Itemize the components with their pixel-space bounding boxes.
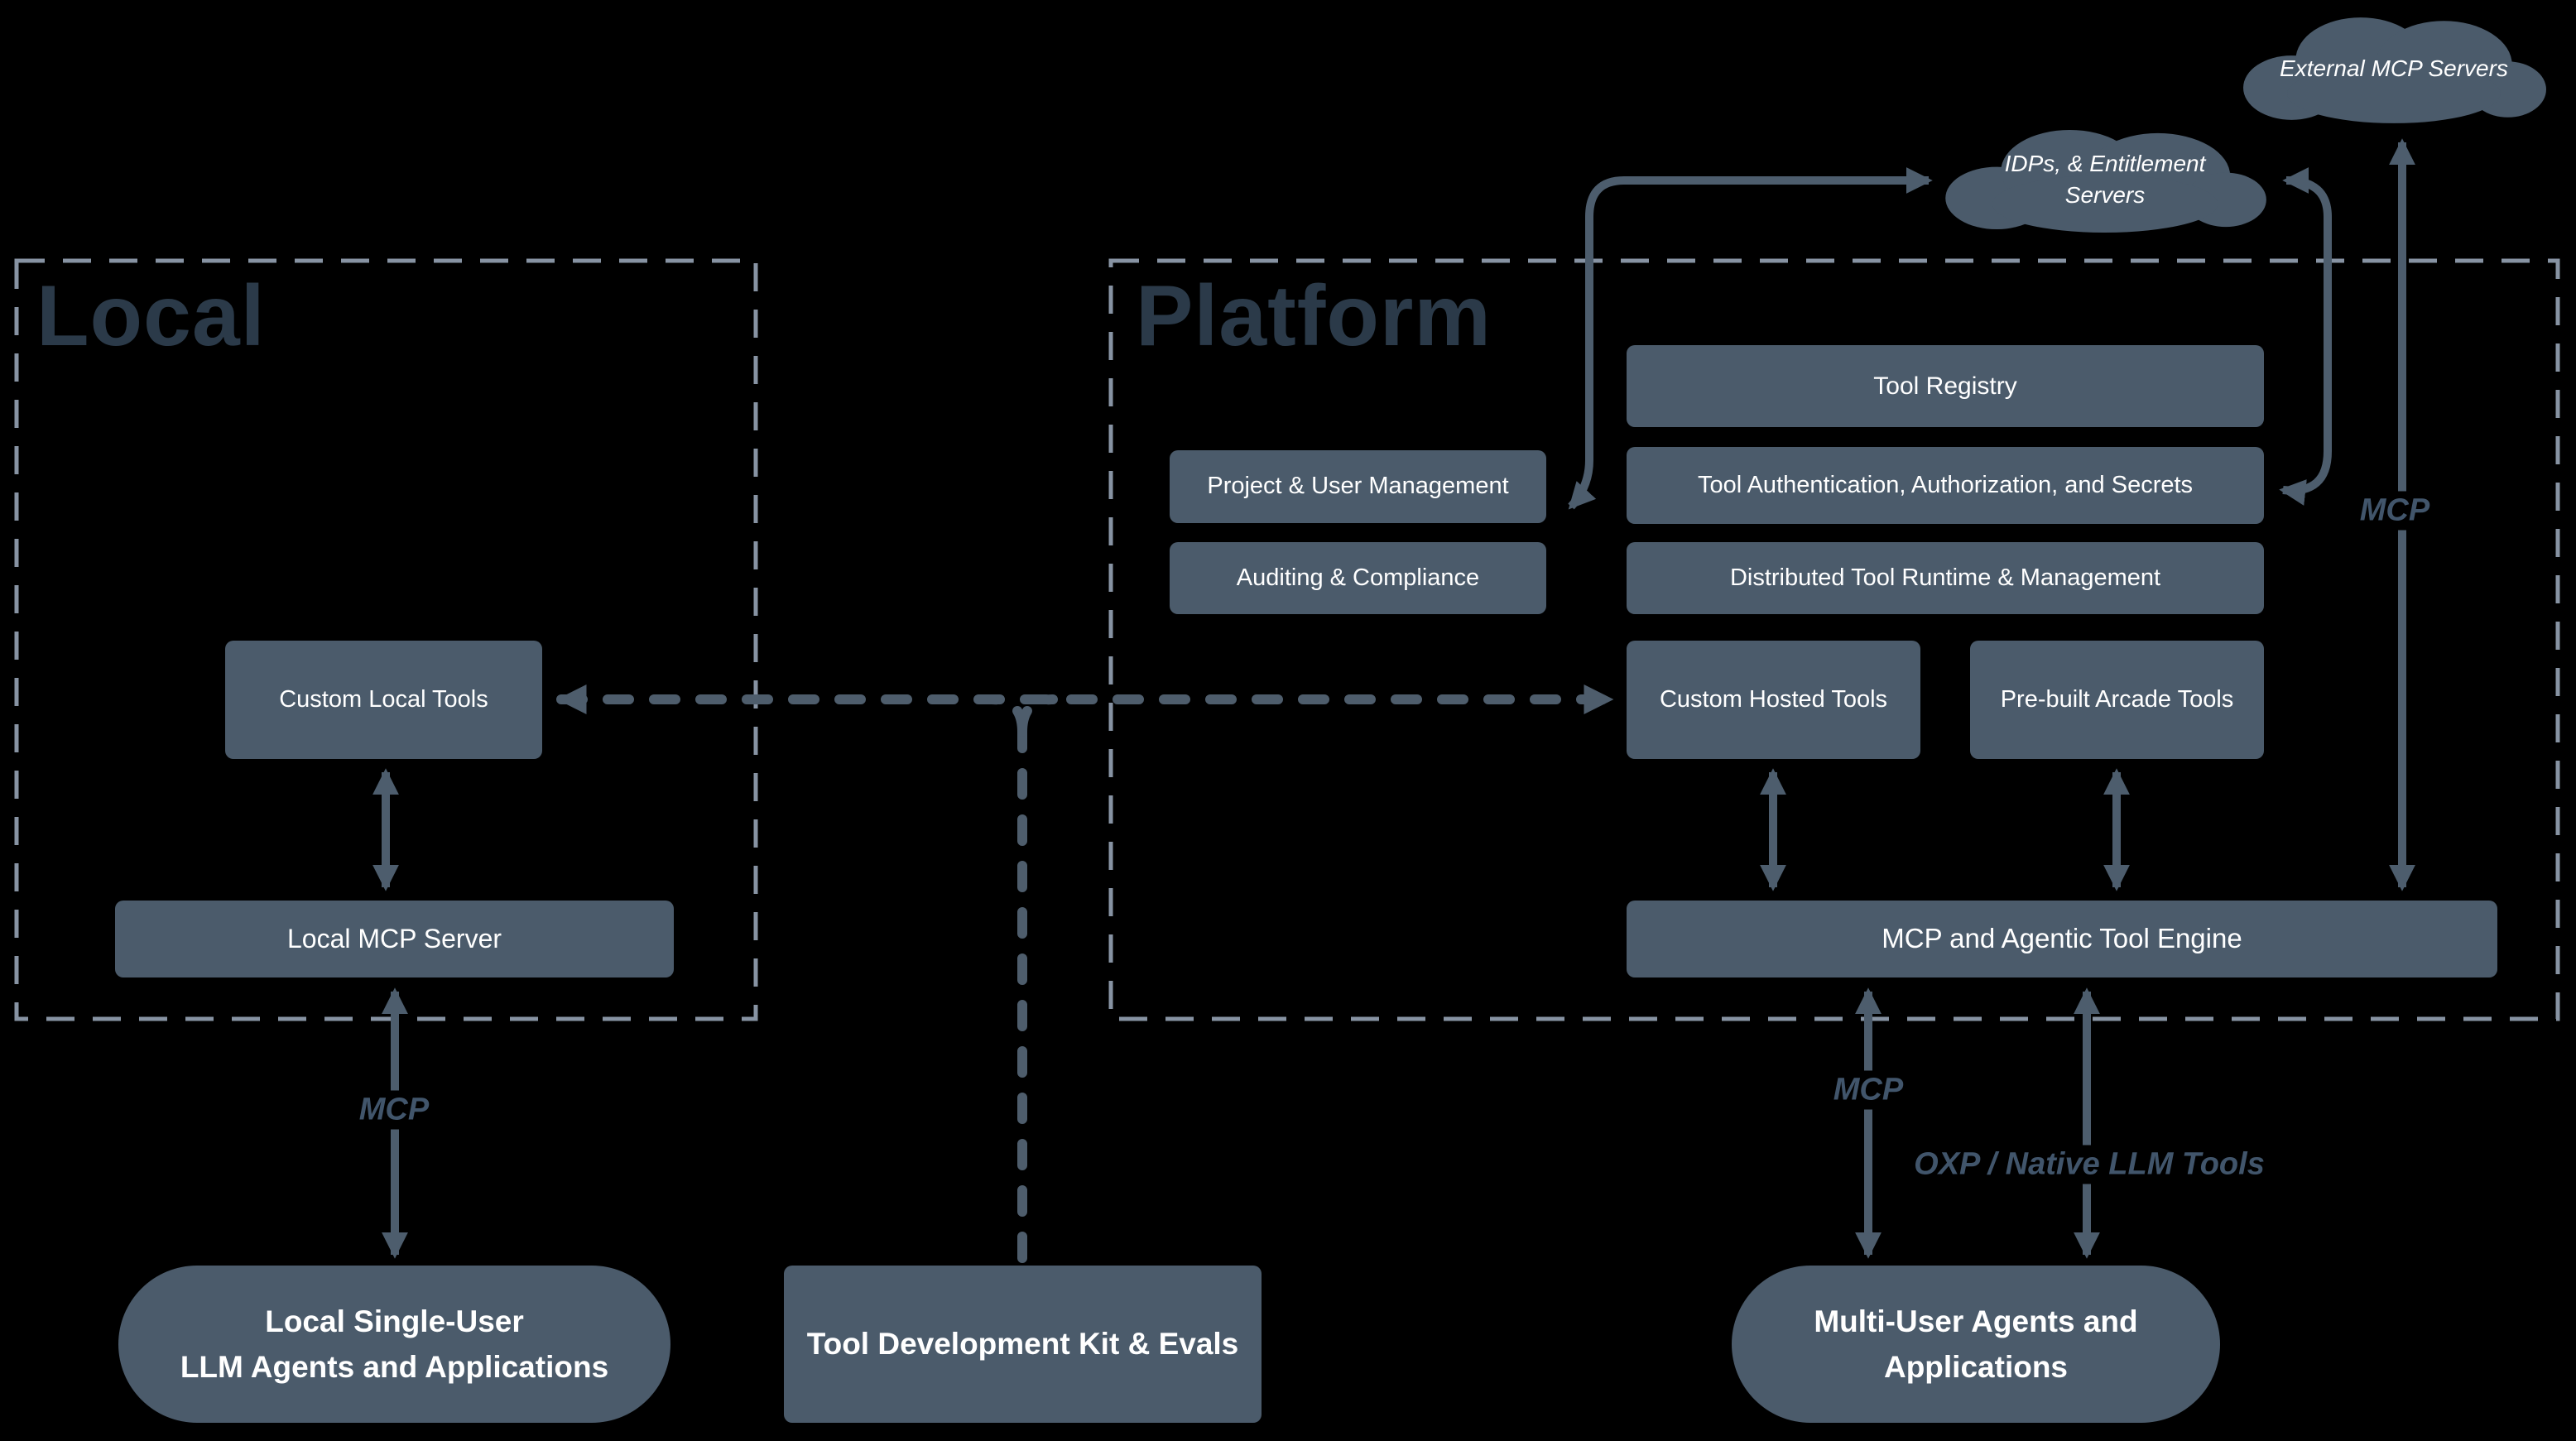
auditing-compliance-box: Auditing & Compliance [1170,542,1546,614]
multi-user-line2: Applications [1883,1350,2069,1384]
local-region-title: Local [36,268,266,364]
idp-tool-auth-connector [2279,167,2332,506]
local-mcp-edge-label: MCP [345,1090,443,1130]
oxp-edge-label: OXP / Native LLM Tools [1901,1145,2278,1184]
external-mcp-servers-cloud: External MCP Servers [2240,12,2548,126]
idp-entitlement-cloud: IDPs, & Entitlement Servers [1942,124,2268,235]
local-single-user-line1: Local Single-User [265,1304,524,1338]
tdk-branch-curve-right [1017,694,1058,737]
tool-registry-box: Tool Registry [1627,345,2264,427]
mcp-agentic-engine-box: MCP and Agentic Tool Engine [1627,901,2497,977]
custom-hosted-tools-box: Custom Hosted Tools [1627,641,1920,759]
platform-mcp-edge-label: MCP [1819,1070,1917,1110]
idp-cloud-label-line1: IDPs, & Entitlement [2004,151,2206,177]
tool-dev-kit-label: Tool Development Kit & Evals [806,1327,1239,1362]
multi-user-agents-node: Multi-User Agents and Applications [1732,1266,2220,1423]
prebuilt-arcade-tools-box: Pre-built Arcade Tools [1970,641,2264,759]
local-single-user-agents-node: Local Single-User LLM Agents and Applica… [118,1266,670,1423]
local-mcp-server-box: Local MCP Server [115,901,674,977]
tool-auth-box: Tool Authentication, Authorization, and … [1627,447,2264,524]
tool-dev-kit-node: Tool Development Kit & Evals [784,1266,1262,1423]
custom-local-tools-box: Custom Local Tools [225,641,542,759]
idp-project-mgmt-connector [1568,166,1933,510]
project-user-mgmt-box: Project & User Management [1170,450,1546,523]
external-mcp-edge-label: MCP [2346,491,2444,531]
multi-user-line1: Multi-User Agents and [1814,1304,2138,1338]
cloud-shape-icon [2243,17,2546,123]
idp-cloud-label-line2: Servers [2064,182,2146,208]
distributed-runtime-box: Distributed Tool Runtime & Management [1627,542,2264,614]
platform-region-title: Platform [1136,268,1492,364]
local-single-user-line2: LLM Agents and Applications [180,1350,609,1384]
cloud-shape-icon [1945,129,2266,233]
external-mcp-cloud-label: External MCP Servers [2280,55,2508,82]
